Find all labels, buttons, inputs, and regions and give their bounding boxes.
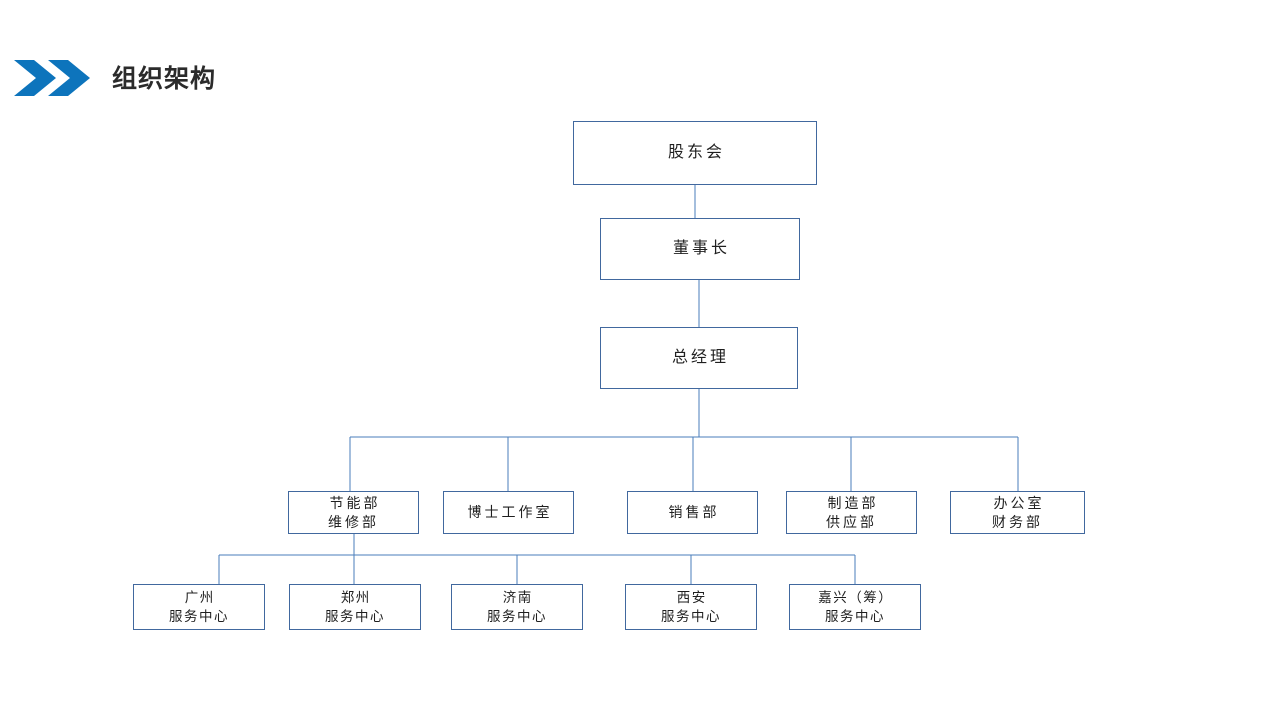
node-label: 西安 服务中心 — [661, 590, 721, 624]
node-label: 办公室 财务部 — [992, 494, 1045, 530]
double-chevron-icon — [14, 58, 92, 98]
node-label: 济南 服务中心 — [487, 590, 547, 624]
node-label: 制造部 供应部 — [826, 494, 879, 530]
node-zhengzhou-service-center[interactable]: 郑州 服务中心 — [289, 584, 421, 630]
node-shareholders-meeting[interactable]: 股东会 — [573, 121, 817, 185]
node-label: 董事长 — [672, 240, 730, 257]
node-doctoral-studio[interactable]: 博士工作室 — [443, 491, 574, 534]
slide-header: 组织架构 — [0, 0, 1280, 130]
node-office-finance-dept[interactable]: 办公室 财务部 — [950, 491, 1085, 534]
node-manufacturing-supply-dept[interactable]: 制造部 供应部 — [786, 491, 917, 534]
node-xian-service-center[interactable]: 西安 服务中心 — [625, 584, 757, 630]
page-title: 组织架构 — [112, 65, 217, 93]
node-label: 总经理 — [671, 349, 729, 366]
node-guangzhou-service-center[interactable]: 广州 服务中心 — [133, 584, 265, 630]
node-chairman[interactable]: 董事长 — [600, 218, 800, 280]
node-jiaxing-service-center[interactable]: 嘉兴（筹） 服务中心 — [789, 584, 921, 630]
node-label: 节能部 维修部 — [328, 494, 381, 530]
node-label: 博士工作室 — [467, 504, 553, 520]
node-energy-maintenance-dept[interactable]: 节能部 维修部 — [288, 491, 419, 534]
node-label: 广州 服务中心 — [169, 590, 229, 624]
node-general-manager[interactable]: 总经理 — [600, 327, 798, 389]
node-label: 销售部 — [668, 504, 720, 520]
node-label: 嘉兴（筹） 服务中心 — [818, 590, 894, 624]
node-sales-dept[interactable]: 销售部 — [627, 491, 758, 534]
node-label: 郑州 服务中心 — [325, 590, 385, 624]
node-jinan-service-center[interactable]: 济南 服务中心 — [451, 584, 583, 630]
node-label: 股东会 — [667, 144, 725, 161]
